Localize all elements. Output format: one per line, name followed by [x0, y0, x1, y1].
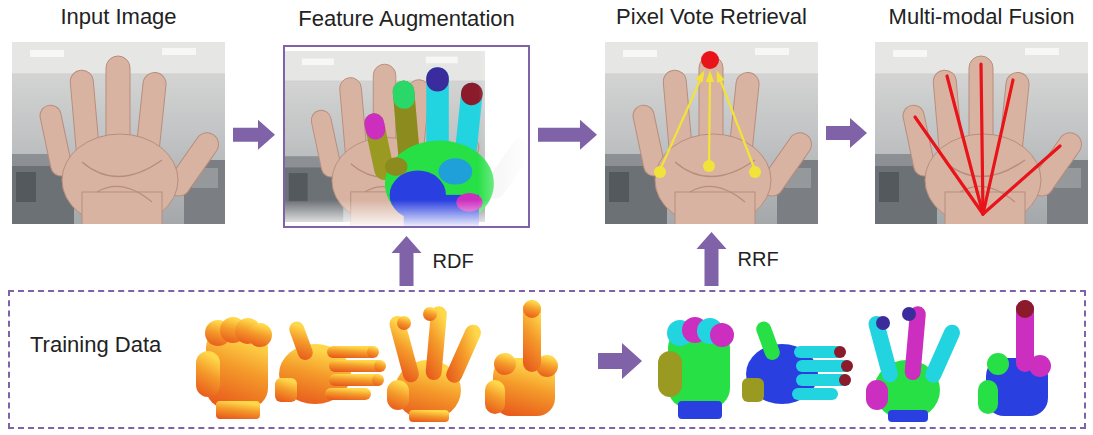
edge-label: RRF: [738, 248, 779, 271]
image-panel: Pixel Vote Retrieval: [605, 42, 818, 224]
panel-title: Input Image: [60, 4, 176, 30]
training-box: Training Data: [8, 290, 1086, 429]
block-arrow: [826, 118, 867, 148]
block-arrow: [538, 120, 597, 150]
image-panel: Feature Augmentation: [283, 45, 530, 228]
edge-label: RDF: [433, 250, 474, 273]
box-label: Training Data: [30, 332, 161, 358]
block-arrow: [233, 120, 275, 150]
block-arrow: [392, 236, 422, 286]
image-panel: Input Image: [12, 42, 225, 224]
panel-title: Feature Augmentation: [298, 6, 514, 32]
panel-title: Pixel Vote Retrieval: [616, 4, 807, 30]
block-arrow: [697, 232, 727, 286]
image-panel: Multi-modal Fusion: [875, 42, 1088, 224]
panel-title: Multi-modal Fusion: [889, 4, 1075, 30]
